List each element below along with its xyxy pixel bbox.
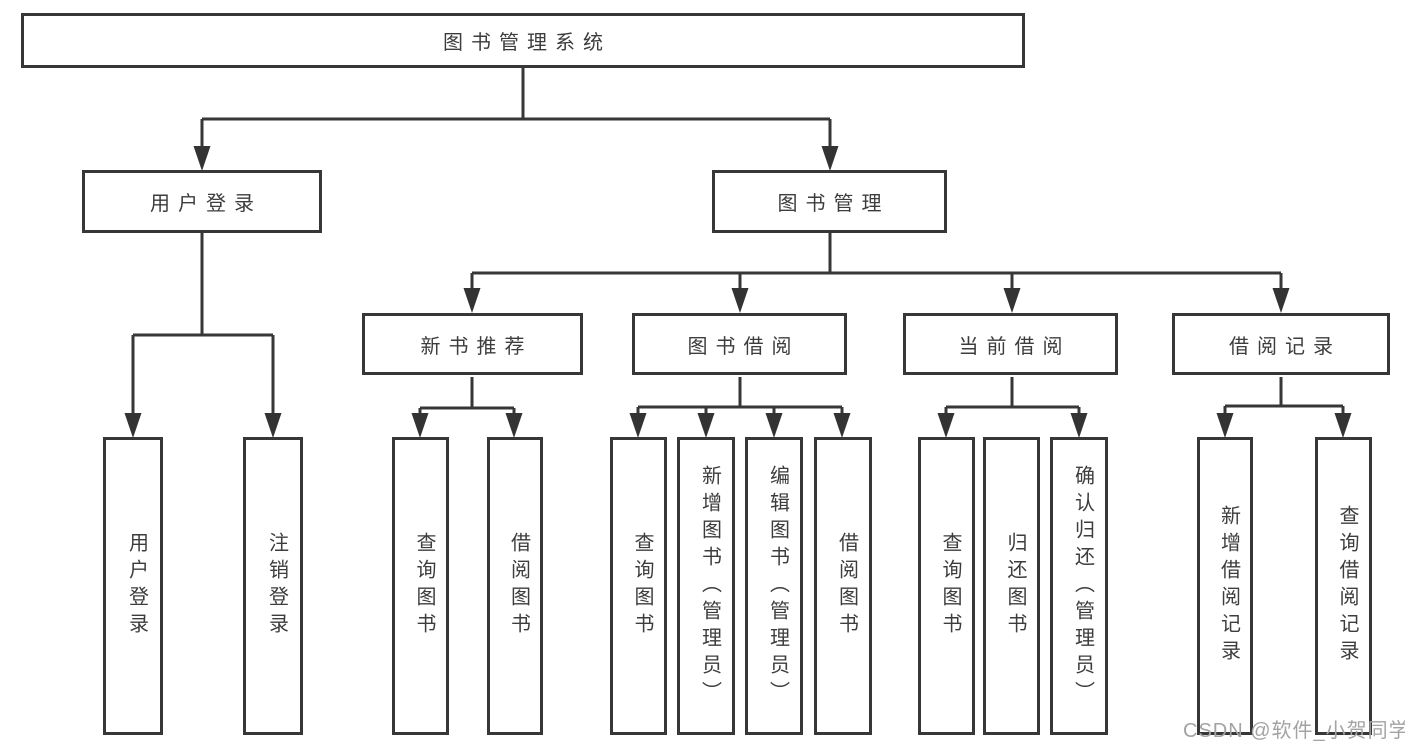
leaf-user-login: 用户登录: [103, 437, 163, 735]
leaf-borrow-query-books-label: 查询图书: [631, 532, 653, 640]
leaf-borrow-add-books-admin: 新增图书（管理员）: [677, 437, 735, 735]
leaf-current-query-books: 查询图书: [918, 437, 975, 735]
leaf-user-login-label: 用户登录: [125, 532, 148, 640]
leaf-borrow-borrow-books: 借阅图书: [814, 437, 872, 735]
leaf-logout: 注销登录: [243, 437, 303, 735]
node-borrow-records-label: 借阅记录: [1229, 335, 1341, 358]
leaf-current-confirm-return-admin: 确认归还（管理员）: [1050, 437, 1108, 735]
node-borrow-records: 借阅记录: [1172, 313, 1390, 375]
node-current-borrow-label: 当前借阅: [958, 335, 1071, 358]
node-new-book-recommend: 新书推荐: [362, 313, 583, 375]
node-book-borrow-label: 图书借阅: [687, 335, 800, 358]
arrowhead-icons: [124, 146, 1352, 438]
leaf-records-add-record-label: 新增借阅记录: [1217, 505, 1240, 667]
node-book-management: 图书管理: [712, 170, 947, 233]
leaf-current-return-books-label: 归还图书: [1004, 532, 1026, 640]
leaf-borrow-edit-books-admin: 编辑图书（管理员）: [745, 437, 803, 735]
leaf-logout-label: 注销登录: [265, 532, 288, 640]
leaf-current-confirm-return-admin-label: 确认归还（管理员）: [1071, 464, 1094, 708]
leaf-newbook-borrow-books-label: 借阅图书: [507, 532, 530, 640]
leaf-records-query-record-label: 查询借阅记录: [1336, 505, 1358, 667]
leaf-borrow-borrow-books-label: 借阅图书: [835, 532, 858, 640]
node-new-book-recommend-label: 新书推荐: [420, 335, 533, 358]
node-user-login-label: 用户登录: [150, 193, 262, 215]
csdn-watermark: CSDN @软件_小贺同学: [1183, 720, 1405, 742]
leaf-records-add-record: 新增借阅记录: [1197, 437, 1253, 735]
node-root-system: 图书管理系统: [21, 13, 1025, 68]
leaf-newbook-borrow-books: 借阅图书: [487, 437, 543, 735]
leaf-borrow-edit-books-admin-label: 编辑图书（管理员）: [766, 464, 789, 708]
node-root-label: 图书管理系统: [443, 32, 611, 54]
leaf-newbook-query-books: 查询图书: [392, 437, 449, 735]
leaf-newbook-query-books-label: 查询图书: [413, 532, 435, 640]
node-user-login: 用户登录: [82, 170, 322, 233]
node-book-borrow: 图书借阅: [632, 313, 847, 375]
leaf-borrow-query-books: 查询图书: [610, 437, 667, 735]
node-current-borrow: 当前借阅: [903, 313, 1118, 375]
leaf-current-query-books-label: 查询图书: [939, 532, 961, 640]
node-book-management-label: 图书管理: [777, 193, 890, 215]
leaf-records-query-record: 查询借阅记录: [1315, 437, 1372, 735]
leaf-current-return-books: 归还图书: [983, 437, 1040, 735]
leaf-borrow-add-books-admin-label: 新增图书（管理员）: [698, 464, 721, 708]
